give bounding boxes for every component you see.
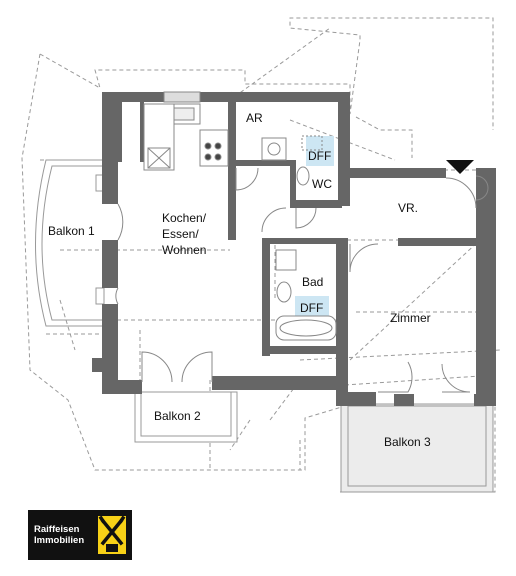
dff-highlight-wc: [306, 136, 334, 166]
raiffeisen-gable-cross-icon: [98, 515, 126, 554]
kitchen-fixtures: [143, 91, 229, 171]
label-dff-wc: DFF: [308, 149, 331, 163]
walls: [92, 92, 496, 406]
label-wc: WC: [312, 177, 332, 191]
label-kochen: Kochen/: [162, 211, 207, 225]
balcony-2: [134, 391, 238, 443]
label-essen: Essen/: [162, 227, 199, 241]
label-vr: VR.: [398, 201, 418, 215]
label-balkon-1: Balkon 1: [48, 224, 95, 238]
dff-highlight-bad: [295, 296, 329, 318]
raiffeisen-immobilien-logo: Raiffeisen Immobilien: [28, 510, 132, 560]
label-balkon-3: Balkon 3: [384, 435, 431, 449]
doors: [115, 167, 489, 393]
label-zimmer: Zimmer: [390, 311, 431, 325]
logo-text: Raiffeisen Immobilien: [34, 524, 84, 546]
entrance-arrow-icon: [446, 160, 474, 174]
logo-line-2: Immobilien: [34, 535, 85, 546]
label-balkon-2: Balkon 2: [154, 409, 201, 423]
label-bad: Bad: [302, 275, 323, 289]
label-ar: AR: [246, 111, 263, 125]
label-dff-bad: DFF: [300, 301, 323, 315]
balcony-1: [35, 159, 105, 327]
logo-line-1: Raiffeisen: [34, 524, 80, 535]
sanitary-fixtures: [261, 135, 337, 341]
label-wohnen: Wohnen: [162, 243, 206, 257]
balcony-3: [340, 403, 494, 493]
